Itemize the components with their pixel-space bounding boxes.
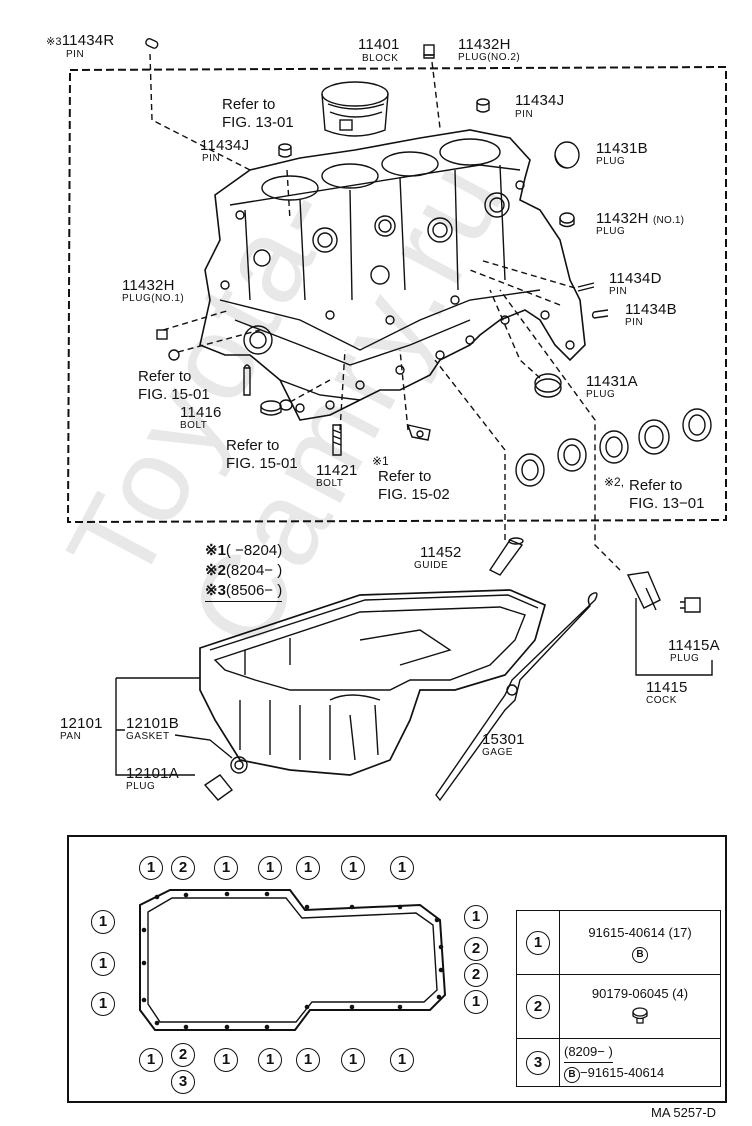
legend-part-2: 90179-06045 (4) (591, 985, 689, 1001)
bolt-circle-right-3: 2 (464, 963, 488, 987)
part-11434J-left-name: PIN (202, 153, 221, 164)
part-12101B-name: GASKET (126, 731, 170, 742)
bolt-circle-top-4: 1 (258, 856, 282, 880)
bolt-circle-bottom-2: 2 (171, 1043, 195, 1067)
part-11431B-name: PLUG (596, 156, 626, 167)
part-11431A-code: 11431A (586, 373, 638, 390)
part-11434R-code: ※311434R (46, 32, 115, 49)
part-11432H-top-name: PLUG(NO.2) (458, 52, 521, 63)
bolt-circle-left-2: 1 (91, 952, 115, 976)
bolt-circle-right-2: 2 (464, 937, 488, 961)
bolt-legend-table: 1 91615-40614 (17) B 2 90179-06045 (4) 3… (516, 910, 721, 1087)
bolt-circle-top-5: 1 (296, 856, 320, 880)
part-11434J-top-code: 11434J (515, 92, 565, 109)
legend-row-3: 3 (8209− ) B−91615-40614 (516, 1038, 721, 1087)
bolt-circle-top-6: 1 (341, 856, 365, 880)
legend-part-1: 91615-40614 (17) (588, 924, 692, 940)
part-11434R-name: PIN (66, 49, 85, 60)
part-11416-code: 11416 (180, 404, 222, 421)
legend-row-1: 1 91615-40614 (17) B (516, 910, 721, 975)
bolt-type-b-icon: B (632, 946, 648, 963)
legend-id-3: 3 (526, 1050, 550, 1075)
bolt-circle-top-1: 1 (139, 856, 163, 880)
bolt-circle-top-2: 2 (171, 856, 195, 880)
legend-id-1: 1 (526, 930, 550, 955)
note-2: ※2(8204− ) (205, 562, 283, 579)
bolt-circle-right-1: 1 (464, 905, 488, 929)
part-12101A-name: PLUG (126, 781, 156, 792)
bolt-type-b-icon-2: B (564, 1067, 580, 1083)
bolt-circle-bottom-4: 1 (258, 1048, 282, 1072)
note-3: ※3(8506− ) (205, 581, 283, 602)
legend-row-2: 2 90179-06045 (4) (516, 974, 721, 1039)
part-11434J-top-name: PIN (515, 109, 534, 120)
part-11432H-no1-right-name: PLUG (596, 226, 626, 237)
part-15301-code: 15301 (482, 731, 525, 748)
part-11401-name: BLOCK (362, 53, 399, 64)
part-11431A-name: PLUG (586, 389, 616, 400)
part-11432H-no1-right-code: 11432H (NO.1) (596, 210, 685, 227)
part-12101-code: 12101 (60, 715, 103, 732)
bolt-circle-right-4: 1 (464, 990, 488, 1014)
note-1: ※1( −8204) (205, 542, 283, 559)
part-11434B-name: PIN (625, 317, 644, 328)
legend-part-3: −91615-40614 (580, 1065, 665, 1080)
bolt-circle-top-3: 1 (214, 856, 238, 880)
part-11416-name: BOLT (180, 420, 208, 431)
bolt-circle-left-3: 1 (91, 992, 115, 1016)
part-11434D-name: PIN (609, 286, 628, 297)
flange-bolt-icon (632, 1006, 648, 1024)
bolt-circle-left-1: 1 (91, 910, 115, 934)
part-11434B-code: 11434B (625, 301, 677, 318)
part-11415-code: 11415 (646, 679, 688, 696)
part-12101B-code: 12101B (126, 715, 179, 732)
bolt-circle-bottom-3: 1 (214, 1048, 238, 1072)
bolt-circle-bottom-extra: 3 (171, 1070, 195, 1094)
part-11415A-name: PLUG (670, 653, 700, 664)
part-11452-code: 11452 (420, 544, 462, 561)
part-11415-name: COCK (646, 695, 677, 706)
part-11415A-code: 11415A (668, 637, 720, 654)
part-12101-name: PAN (60, 731, 82, 742)
applicability-notes: ※1( −8204) ※2(8204− ) ※3(8506− ) (205, 541, 283, 602)
bolt-circle-bottom-6: 1 (341, 1048, 365, 1072)
bolt-circle-bottom-5: 1 (296, 1048, 320, 1072)
part-11432H-left-code: 11432H (122, 277, 175, 294)
legend-range-3: (8209− ) (564, 1042, 613, 1063)
bolt-circle-bottom-7: 1 (390, 1048, 414, 1072)
part-11432H-left-name: PLUG(NO.1) (122, 293, 185, 304)
legend-id-2: 2 (526, 994, 550, 1019)
part-11421-name: BOLT (316, 478, 344, 489)
part-11432H-top-code: 11432H (458, 36, 511, 53)
figure-code: MA 5257-D (651, 1105, 717, 1120)
ref-fig-15-02-mark: ※1 (372, 454, 389, 468)
bolt-circle-top-7: 1 (390, 856, 414, 880)
part-11401-code: 11401 (358, 36, 400, 53)
part-11452-name: GUIDE (414, 560, 449, 571)
ref-fig-13-01-right-mark: ※2, (604, 475, 625, 489)
part-11434D-code: 11434D (609, 270, 662, 287)
part-11431B-code: 11431B (596, 140, 648, 157)
part-11434J-left-code: 11434J (200, 137, 250, 154)
bolt-circle-bottom-1: 1 (139, 1048, 163, 1072)
part-12101A-code: 12101A (126, 765, 179, 782)
part-11421-code: 11421 (316, 462, 358, 479)
part-15301-name: GAGE (482, 747, 513, 758)
